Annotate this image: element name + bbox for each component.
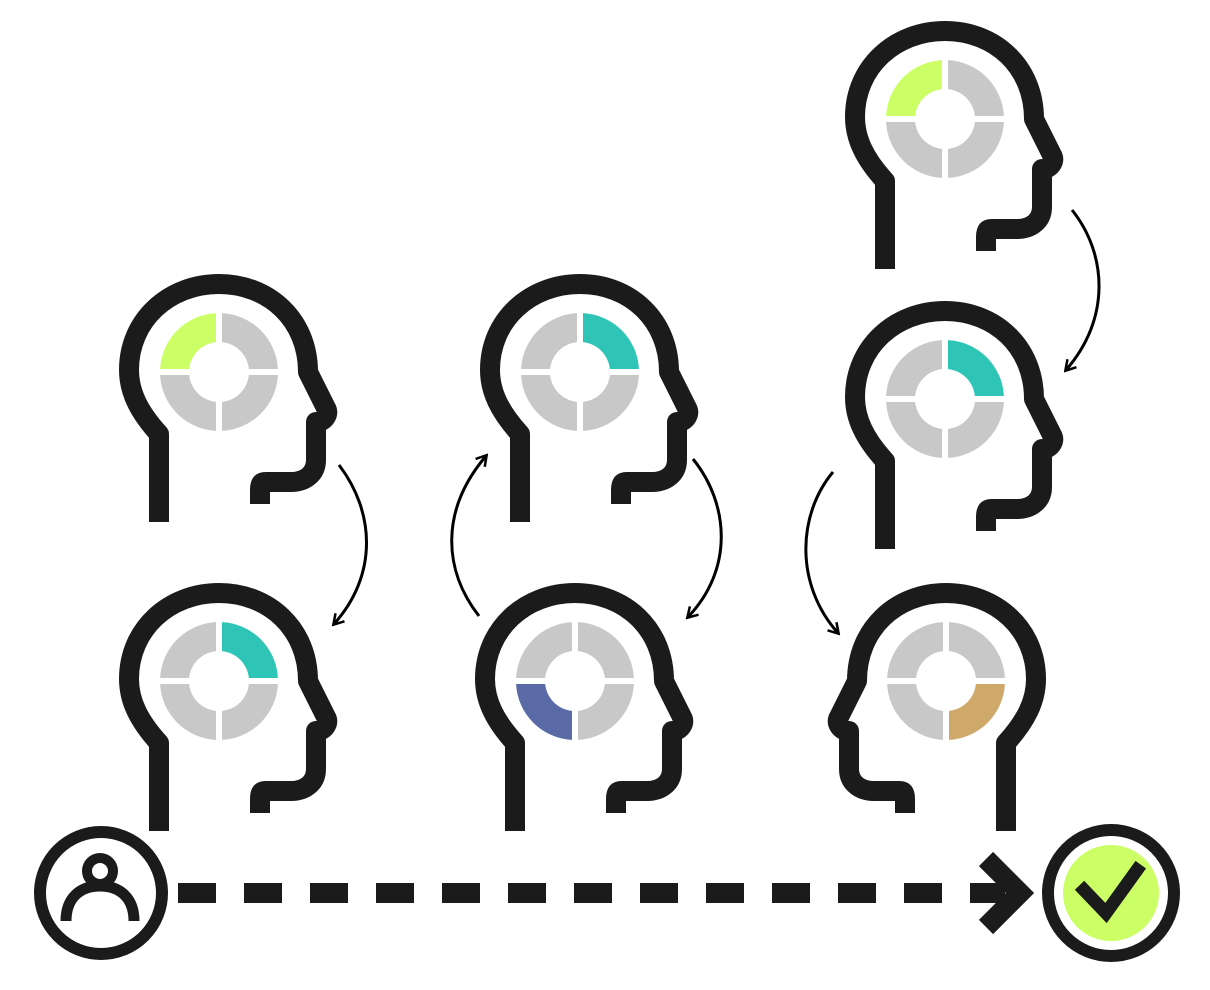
arrowhead-icon bbox=[978, 851, 1035, 935]
ring-segment-bottom-left bbox=[160, 375, 216, 431]
head-icon bbox=[475, 583, 694, 831]
head-upper-center-ring bbox=[521, 313, 639, 431]
ring-segment-bottom-left bbox=[521, 375, 577, 431]
ring-segment-bottom-right bbox=[948, 402, 1004, 458]
head-upper-left-ring bbox=[160, 313, 278, 431]
ring-segment-bottom-right bbox=[222, 375, 278, 431]
head-mid-right bbox=[845, 301, 1064, 549]
head-icon bbox=[827, 583, 1046, 831]
ring-segment-top-right-active bbox=[222, 622, 278, 678]
curved-arrows bbox=[334, 209, 1101, 633]
ring-segment-bottom-right-active bbox=[949, 684, 1005, 740]
head-icon bbox=[119, 274, 338, 522]
head-mid-right-ring bbox=[886, 340, 1004, 458]
person-icon bbox=[34, 826, 168, 960]
ring-segment-bottom-left bbox=[886, 402, 942, 458]
head-upper-center bbox=[480, 274, 699, 522]
head-lower-right bbox=[827, 583, 1046, 831]
ring-segment-top-left bbox=[887, 622, 943, 678]
ring-segment-top-right bbox=[578, 622, 634, 678]
process-flow bbox=[34, 824, 1180, 962]
arrow-upper-center-to-lower-center bbox=[688, 458, 723, 617]
arrow-mid-right-to-lower-right bbox=[804, 471, 838, 633]
head-top-right-ring bbox=[886, 60, 1004, 178]
dashed-connector bbox=[178, 851, 1035, 935]
head-icon bbox=[845, 21, 1064, 269]
ring-segment-bottom-right bbox=[948, 122, 1004, 178]
head-lower-left bbox=[119, 583, 338, 831]
ring-segment-top-right-active bbox=[948, 340, 1004, 396]
checkmark-icon bbox=[1042, 824, 1180, 962]
ring-segment-top-left bbox=[516, 622, 572, 678]
ring-segment-bottom-left-active bbox=[516, 684, 572, 740]
ring-segment-top-left bbox=[886, 340, 942, 396]
head-icon bbox=[845, 301, 1064, 549]
ring-segment-top-right bbox=[948, 60, 1004, 116]
head-upper-left bbox=[119, 274, 338, 522]
ring-segment-top-left-active bbox=[886, 60, 942, 116]
ring-segment-top-left-active bbox=[160, 313, 216, 369]
ring-segment-bottom-right bbox=[583, 375, 639, 431]
ring-segment-bottom-left bbox=[160, 684, 216, 740]
head-icon bbox=[480, 274, 699, 522]
head-lower-center bbox=[475, 583, 694, 831]
arrow-top-right-to-mid-right bbox=[1066, 209, 1101, 370]
head-lower-right-ring bbox=[887, 622, 1005, 740]
ring-segment-bottom-left bbox=[886, 122, 942, 178]
ring-segment-bottom-left bbox=[887, 684, 943, 740]
ring-segment-top-right bbox=[222, 313, 278, 369]
ring-segment-top-left bbox=[521, 313, 577, 369]
head-top-right bbox=[845, 21, 1064, 269]
arrow-upper-left-to-lower-left bbox=[334, 464, 368, 624]
ring-segment-top-right-active bbox=[583, 313, 639, 369]
ring-segment-bottom-right bbox=[578, 684, 634, 740]
ring-segment-top-left bbox=[160, 622, 216, 678]
heads-layer bbox=[119, 21, 1064, 831]
head-lower-center-ring bbox=[516, 622, 634, 740]
head-icon bbox=[119, 583, 338, 831]
arrow-lower-center-to-upper-center bbox=[450, 456, 486, 617]
ring-segment-top-right bbox=[949, 622, 1005, 678]
head-lower-left-ring bbox=[160, 622, 278, 740]
ring-segment-bottom-right bbox=[222, 684, 278, 740]
